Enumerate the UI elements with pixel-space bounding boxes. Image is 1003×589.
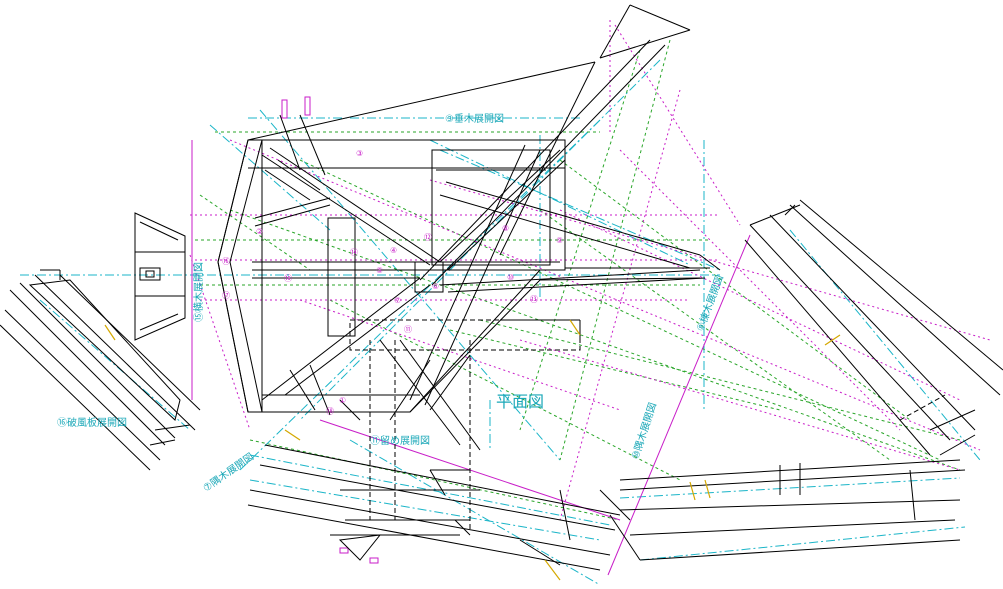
rafter-label: ③垂木展開図	[445, 113, 504, 125]
marker-9: ⑨	[556, 236, 563, 245]
plank-b-label: ⑩隅木展開図	[629, 401, 659, 461]
plan-title: 平面図	[496, 392, 544, 411]
marker-5: ⑤	[376, 266, 383, 275]
bottom-boards	[247, 319, 966, 581]
markers: ① ② ③ ④ ⑤ ⑥ ⑦ ⑧ ⑨ ⑩ ⑪ ⑫ ⑬ ⑭ ⑮ ⑯ ⑰ ⑱	[222, 149, 563, 416]
construction-lines	[20, 20, 991, 586]
marker-6: ⑥	[432, 282, 439, 291]
marker-16: ⑯	[222, 257, 230, 266]
right-boards	[744, 199, 1003, 456]
marker-14: ⑭	[350, 248, 358, 257]
left-gable-piece	[28, 212, 186, 421]
marker-2: ②	[256, 227, 263, 236]
marker-17: ⑰	[222, 291, 230, 300]
marker-1: ①	[339, 396, 346, 405]
left-boards	[0, 269, 201, 471]
marker-3: ③	[356, 149, 363, 158]
marker-11: ⑪	[404, 325, 412, 334]
marker-12: ⑫	[424, 233, 432, 242]
gable-board-label: ⑯破風板展開図	[57, 416, 127, 429]
marker-15: ⑮	[284, 274, 292, 283]
marker-8: ⑧	[502, 224, 509, 233]
marker-4: ④	[390, 246, 397, 255]
marker-18: ⑱	[326, 407, 334, 416]
marker-10: ⑩	[507, 273, 514, 282]
marker-13: ⑬	[530, 295, 538, 304]
plan-structure	[217, 4, 721, 536]
hip-rafter-label: ⑦隅木展開図	[201, 451, 256, 495]
side-label: ⑮横木展開図	[192, 262, 205, 322]
marker-7: ⑦	[394, 296, 401, 305]
lap-label: ⑪留め展開図	[370, 434, 430, 447]
